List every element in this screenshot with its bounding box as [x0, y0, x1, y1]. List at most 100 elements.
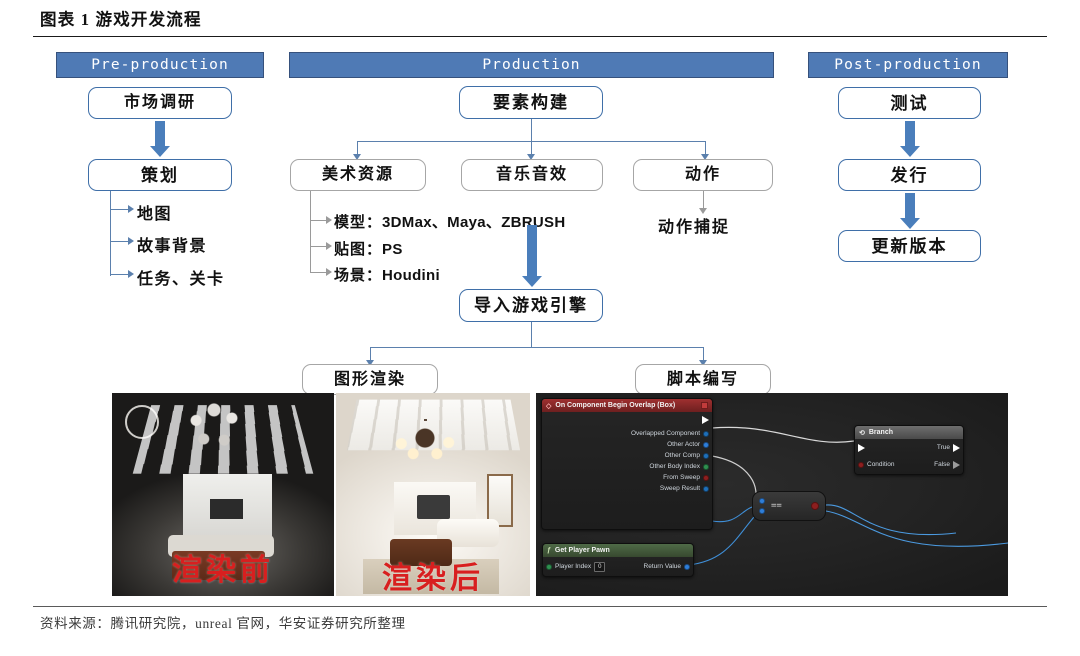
screenshot-render-before: 渲染前	[112, 393, 334, 596]
spec-texture-key: 贴图：	[334, 242, 383, 258]
branch-row-false[interactable]: Condition False	[855, 456, 963, 473]
player-index-value[interactable]: 0	[594, 561, 606, 572]
arrow-research-to-planning	[150, 121, 170, 157]
arrowhead-spec-3	[326, 267, 332, 276]
phase-header-production: Production	[289, 52, 774, 78]
close-icon[interactable]	[701, 402, 708, 409]
spec-scene-value: Houdini	[382, 267, 440, 284]
blueprint-node-branch[interactable]: ⟲ Branch True Condition False	[854, 425, 964, 475]
connector-art-spine	[310, 191, 311, 272]
node-release: 发行	[838, 159, 981, 191]
node-art-assets: 美术资源	[290, 159, 426, 191]
pin-label: Player Index	[555, 563, 592, 570]
connector-to-script	[703, 347, 704, 361]
arrowhead-to-audio	[526, 154, 535, 160]
node-script-writing: 脚本编写	[635, 364, 771, 395]
bullet-quests-levels: 任务、关卡	[137, 271, 225, 288]
connector-to-render	[370, 347, 371, 361]
exec-pin-icon	[702, 416, 709, 424]
pin-return-value[interactable]: Return Value	[644, 563, 690, 570]
node-music-sfx: 音乐音效	[461, 159, 603, 191]
table-lit-decor	[390, 539, 453, 566]
diamond-icon: ◇	[546, 402, 552, 410]
pin-condition[interactable]: Condition	[858, 461, 894, 468]
node-testing: 测试	[838, 87, 981, 119]
spec-texture-value: PS	[382, 241, 403, 258]
node-titlebar: ◇ On Component Begin Overlap (Box)	[542, 399, 712, 412]
arrowhead-motion-capture	[698, 208, 707, 214]
connector-spec-3	[310, 272, 328, 273]
spec-texture: 贴图：PS	[334, 238, 403, 259]
blueprint-node-get-player-pawn[interactable]: ƒ Get Player Pawn Player Index 0 Return …	[542, 543, 694, 577]
pin-player-index[interactable]: Player Index 0	[546, 561, 606, 572]
screenshot-render-after: 渲染后	[336, 393, 530, 596]
pin-other-actor[interactable]: Other Actor	[542, 439, 712, 450]
pin-from-sweep[interactable]: From Sweep	[542, 472, 712, 483]
pawn-node-pins[interactable]: Player Index 0 Return Value	[543, 557, 693, 576]
equal-glyph: ==	[771, 500, 782, 511]
pin-exec-out[interactable]	[542, 412, 712, 428]
arrowhead-bullet-1	[128, 204, 134, 213]
pin-label: Other Actor	[667, 441, 700, 448]
bool-pin-icon	[703, 474, 709, 481]
node-element-construction: 要素构建	[459, 86, 603, 119]
node-title-text: Branch	[868, 429, 893, 436]
pin-label: Return Value	[643, 563, 681, 570]
screenshot-blueprint-graph: ◇ On Component Begin Overlap (Box) Overl…	[536, 393, 1008, 596]
function-icon: ƒ	[547, 547, 551, 554]
bool-pin-icon	[811, 502, 819, 510]
window-decor	[487, 474, 513, 527]
arrowhead-bullet-2	[128, 236, 134, 245]
arrow-audio-to-engine	[522, 225, 542, 287]
divider-bottom	[33, 606, 1047, 607]
connector-planning-spine	[110, 191, 111, 276]
connector-spec-1	[310, 220, 328, 221]
spec-scene-key: 场景：	[334, 268, 383, 284]
node-graphics-rendering: 图形渲染	[302, 364, 438, 395]
tv-lit-decor	[417, 494, 451, 519]
spec-model: 模型：3DMax、Maya、ZBRUSH	[334, 211, 566, 232]
phase-header-pre-production: Pre-production	[56, 52, 264, 78]
pin-other-comp[interactable]: Other Comp	[542, 450, 712, 461]
chandelier-lit-decor	[388, 419, 463, 476]
page-title: 图表 1 游戏开发流程	[40, 10, 202, 29]
pin-true[interactable]: True	[936, 443, 960, 452]
pin-label: Sweep Result	[659, 485, 700, 492]
node-planning: 策划	[88, 159, 232, 191]
connector-bullet-1	[110, 209, 130, 210]
arrowhead-to-art	[352, 154, 361, 160]
branch-row-true[interactable]: True	[855, 439, 963, 456]
struct-pin-icon	[703, 485, 709, 492]
arrow-test-to-release	[900, 121, 920, 157]
pin-label: Other Comp	[664, 452, 700, 459]
arrowhead-spec-2	[326, 241, 332, 250]
bool-pin-icon	[858, 461, 864, 468]
arrowhead-bullet-3	[128, 269, 134, 278]
connector-engine-bus	[370, 347, 703, 348]
node-motion: 动作	[633, 159, 773, 191]
connector-root-stem	[531, 119, 532, 141]
blueprint-wires	[687, 426, 1008, 566]
pin-false[interactable]: False	[934, 460, 960, 469]
node-market-research: 市场调研	[88, 87, 232, 119]
blueprint-node-on-component-begin-overlap[interactable]: ◇ On Component Begin Overlap (Box) Overl…	[541, 398, 713, 530]
pin-sweep-result[interactable]: Sweep Result	[542, 483, 712, 494]
exec-pin-icon	[953, 443, 960, 452]
connector-motion-to-capture	[703, 191, 704, 209]
int-pin-icon	[546, 563, 552, 570]
label-render-before: 渲染前	[172, 554, 274, 587]
blueprint-node-equal[interactable]: ==	[752, 491, 826, 521]
node-title-text: On Component Begin Overlap (Box)	[555, 402, 676, 409]
bullet-map: 地图	[137, 206, 173, 223]
exec-pin-outline-icon	[953, 460, 960, 469]
arrowhead-to-motion	[700, 154, 709, 160]
pin-overlapped-component[interactable]: Overlapped Component	[542, 428, 712, 439]
equal-inputs[interactable]	[759, 498, 765, 514]
object-pin-icon	[759, 508, 765, 514]
chandelier-decor	[182, 403, 247, 462]
pin-other-body-index[interactable]: Other Body Index	[542, 461, 712, 472]
pin-label: True	[936, 444, 950, 451]
exec-pin-icon	[858, 443, 865, 452]
node-title-text: Get Player Pawn	[554, 547, 610, 554]
